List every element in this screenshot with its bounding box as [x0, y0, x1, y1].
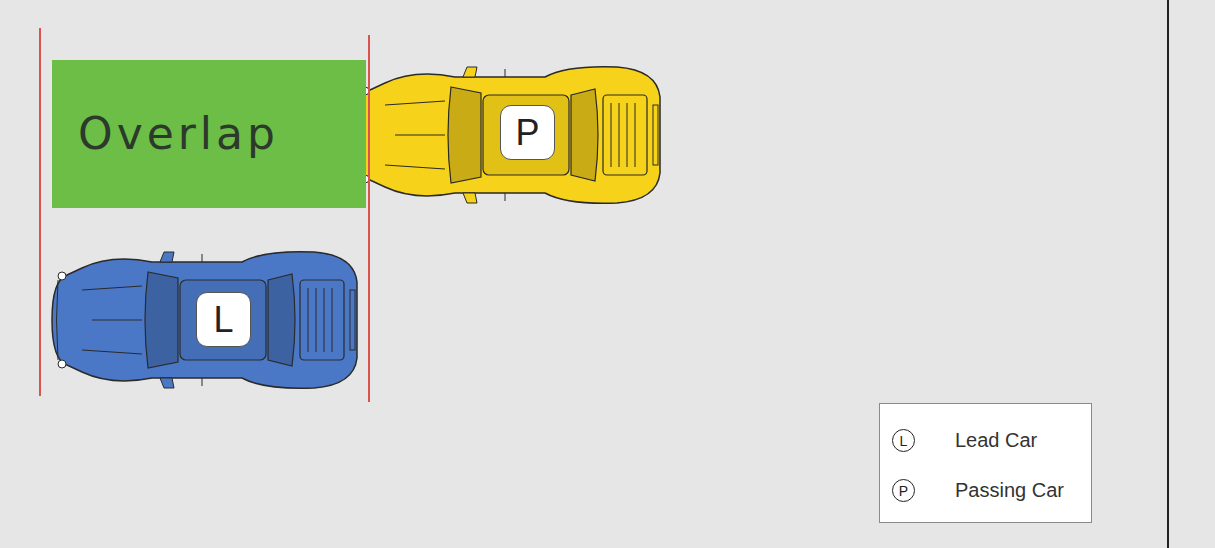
overlap-band: Overlap: [52, 60, 366, 208]
legend-letter: P: [899, 484, 908, 498]
legend-symbol: L: [892, 429, 915, 452]
passing-car: [355, 67, 660, 204]
car-badge: L: [196, 292, 251, 347]
legend-text: Passing Car: [955, 479, 1064, 502]
band-label: Overlap: [78, 112, 279, 156]
track-edge: [1167, 0, 1169, 548]
legend-box: [879, 403, 1092, 523]
legend-letter: L: [900, 434, 908, 448]
lead-car: [52, 252, 357, 389]
car-letter: P: [515, 115, 539, 151]
overlap-boundary: [39, 28, 41, 396]
legend-symbol: P: [892, 479, 915, 502]
overlap-boundary: [368, 35, 370, 402]
car-letter: L: [213, 302, 233, 338]
car-badge: P: [500, 105, 555, 160]
legend-text: Lead Car: [955, 429, 1037, 452]
